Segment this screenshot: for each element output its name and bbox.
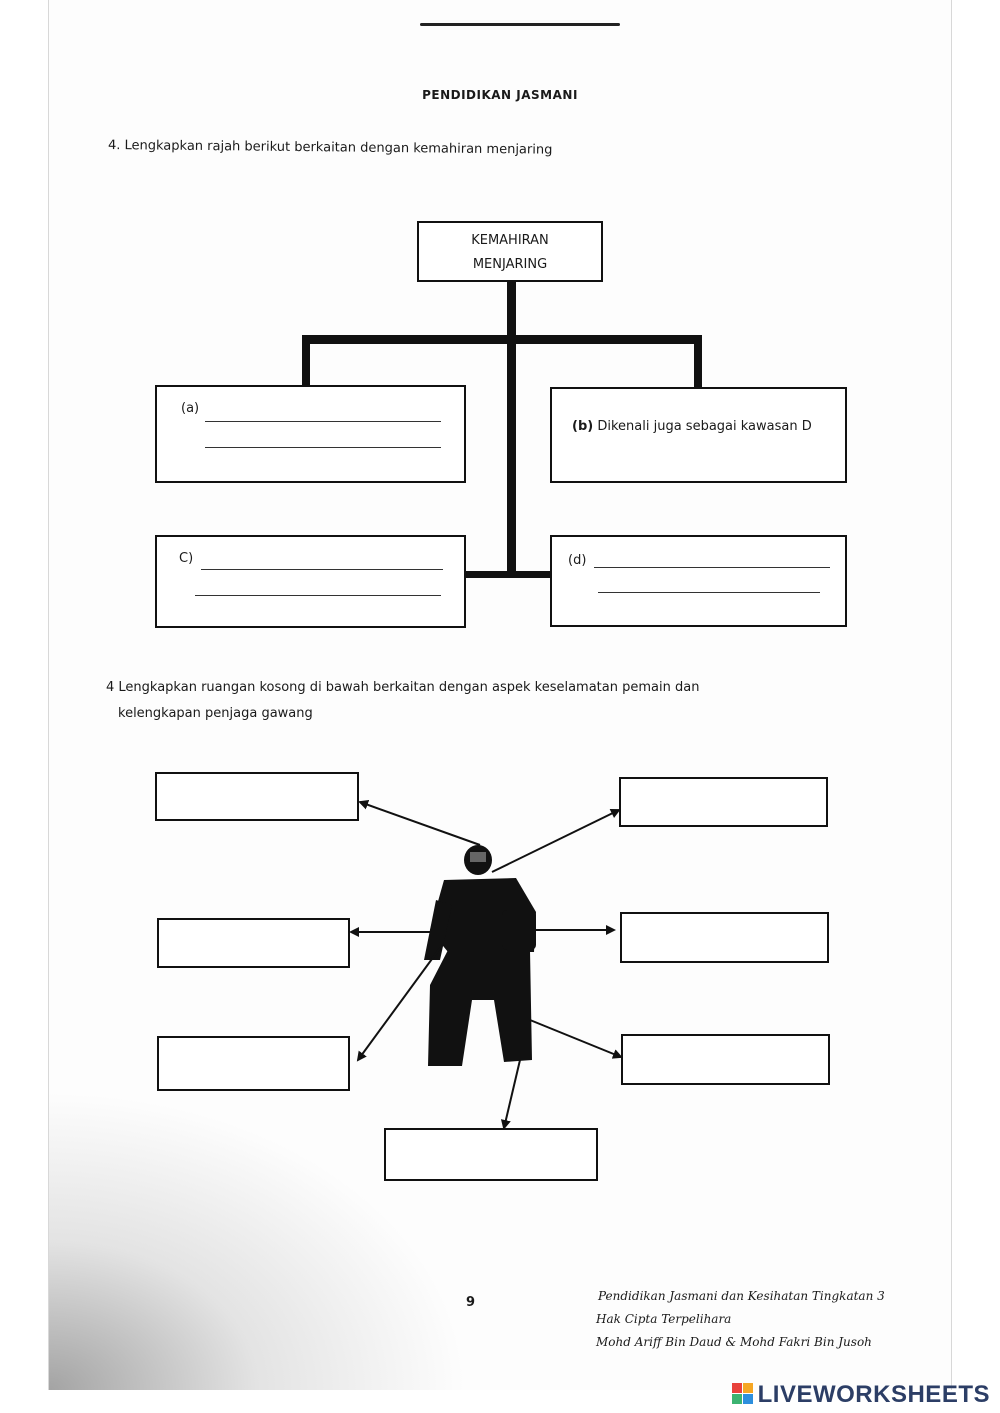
goalkeeper-silhouette <box>424 845 536 1066</box>
box-b-label: (b) <box>572 419 594 434</box>
box-a: (a) <box>155 385 466 483</box>
answer-line-c1[interactable] <box>201 569 443 570</box>
box-d-label: (d) <box>568 553 587 568</box>
liveworksheets-logo-icon <box>731 1383 754 1405</box>
connector-left <box>302 335 310 388</box>
footer-line3: Mohd Ariff Bin Daud & Mohd Fakri Bin Jus… <box>596 1335 872 1349</box>
box-b-text: Dikenali juga sebagai kawasan D <box>597 419 812 434</box>
left-arm <box>424 900 452 960</box>
liveworksheets-brand[interactable]: LIVEWORKSHEETS <box>731 1381 990 1409</box>
connector-bottom <box>464 571 554 578</box>
center-box-line2: MENJARING <box>472 257 548 272</box>
box-a-label: (a) <box>181 401 200 416</box>
answer-line-a2[interactable] <box>205 447 441 448</box>
footer-line2: Hak Cipta Terpelihara <box>596 1312 732 1326</box>
answer-box-4[interactable] <box>620 912 829 963</box>
connector-trunk <box>507 282 516 578</box>
answer-box-5[interactable] <box>157 1036 350 1091</box>
box-b: (b) Dikenali juga sebagai kawasan D <box>550 387 847 483</box>
arrows <box>349 799 623 1130</box>
answer-line-d1[interactable] <box>594 567 830 568</box>
footer-line1: Pendidikan Jasmani dan Kesihatan Tingkat… <box>598 1289 885 1303</box>
box-c: C) <box>155 535 466 628</box>
center-box-line1: KEMAHIRAN <box>471 233 549 248</box>
kicker-glove <box>502 910 536 950</box>
arrow-5 <box>356 947 441 1062</box>
question-2-prompt-line1: 4 Lengkapkan ruangan kosong di bawah ber… <box>106 680 700 695</box>
answer-box-3[interactable] <box>157 918 350 968</box>
center-box-kemahiran-menjaring: KEMAHIRAN MENJARING <box>417 221 603 282</box>
answer-box-7[interactable] <box>384 1128 598 1181</box>
arrow-6 <box>529 1019 623 1059</box>
face-mask <box>470 852 486 862</box>
box-c-label: C) <box>179 551 194 566</box>
answer-box-1[interactable] <box>155 772 359 821</box>
arrow-2 <box>491 809 621 873</box>
scan-mark <box>420 23 620 26</box>
answer-box-6[interactable] <box>621 1034 830 1085</box>
brand-name: LIVEWORKSHEETS <box>757 1381 990 1408</box>
arrow-1 <box>358 799 481 846</box>
connector-right <box>694 335 702 388</box>
answer-line-d2[interactable] <box>598 592 820 593</box>
page-title: PENDIDIKAN JASMANI <box>422 88 578 102</box>
arrow-7 <box>500 1059 521 1130</box>
box-d: (d) <box>550 535 847 627</box>
answer-line-a1[interactable] <box>205 421 441 422</box>
page-number: 9 <box>466 1295 476 1310</box>
question-2-prompt-line2: kelengkapan penjaga gawang <box>118 706 313 721</box>
leg-guards <box>428 950 532 1066</box>
answer-box-2[interactable] <box>619 777 828 827</box>
connector-horizontal <box>302 335 702 344</box>
answer-line-c2[interactable] <box>195 595 441 596</box>
box-b-content: (b) Dikenali juga sebagai kawasan D <box>572 419 812 434</box>
